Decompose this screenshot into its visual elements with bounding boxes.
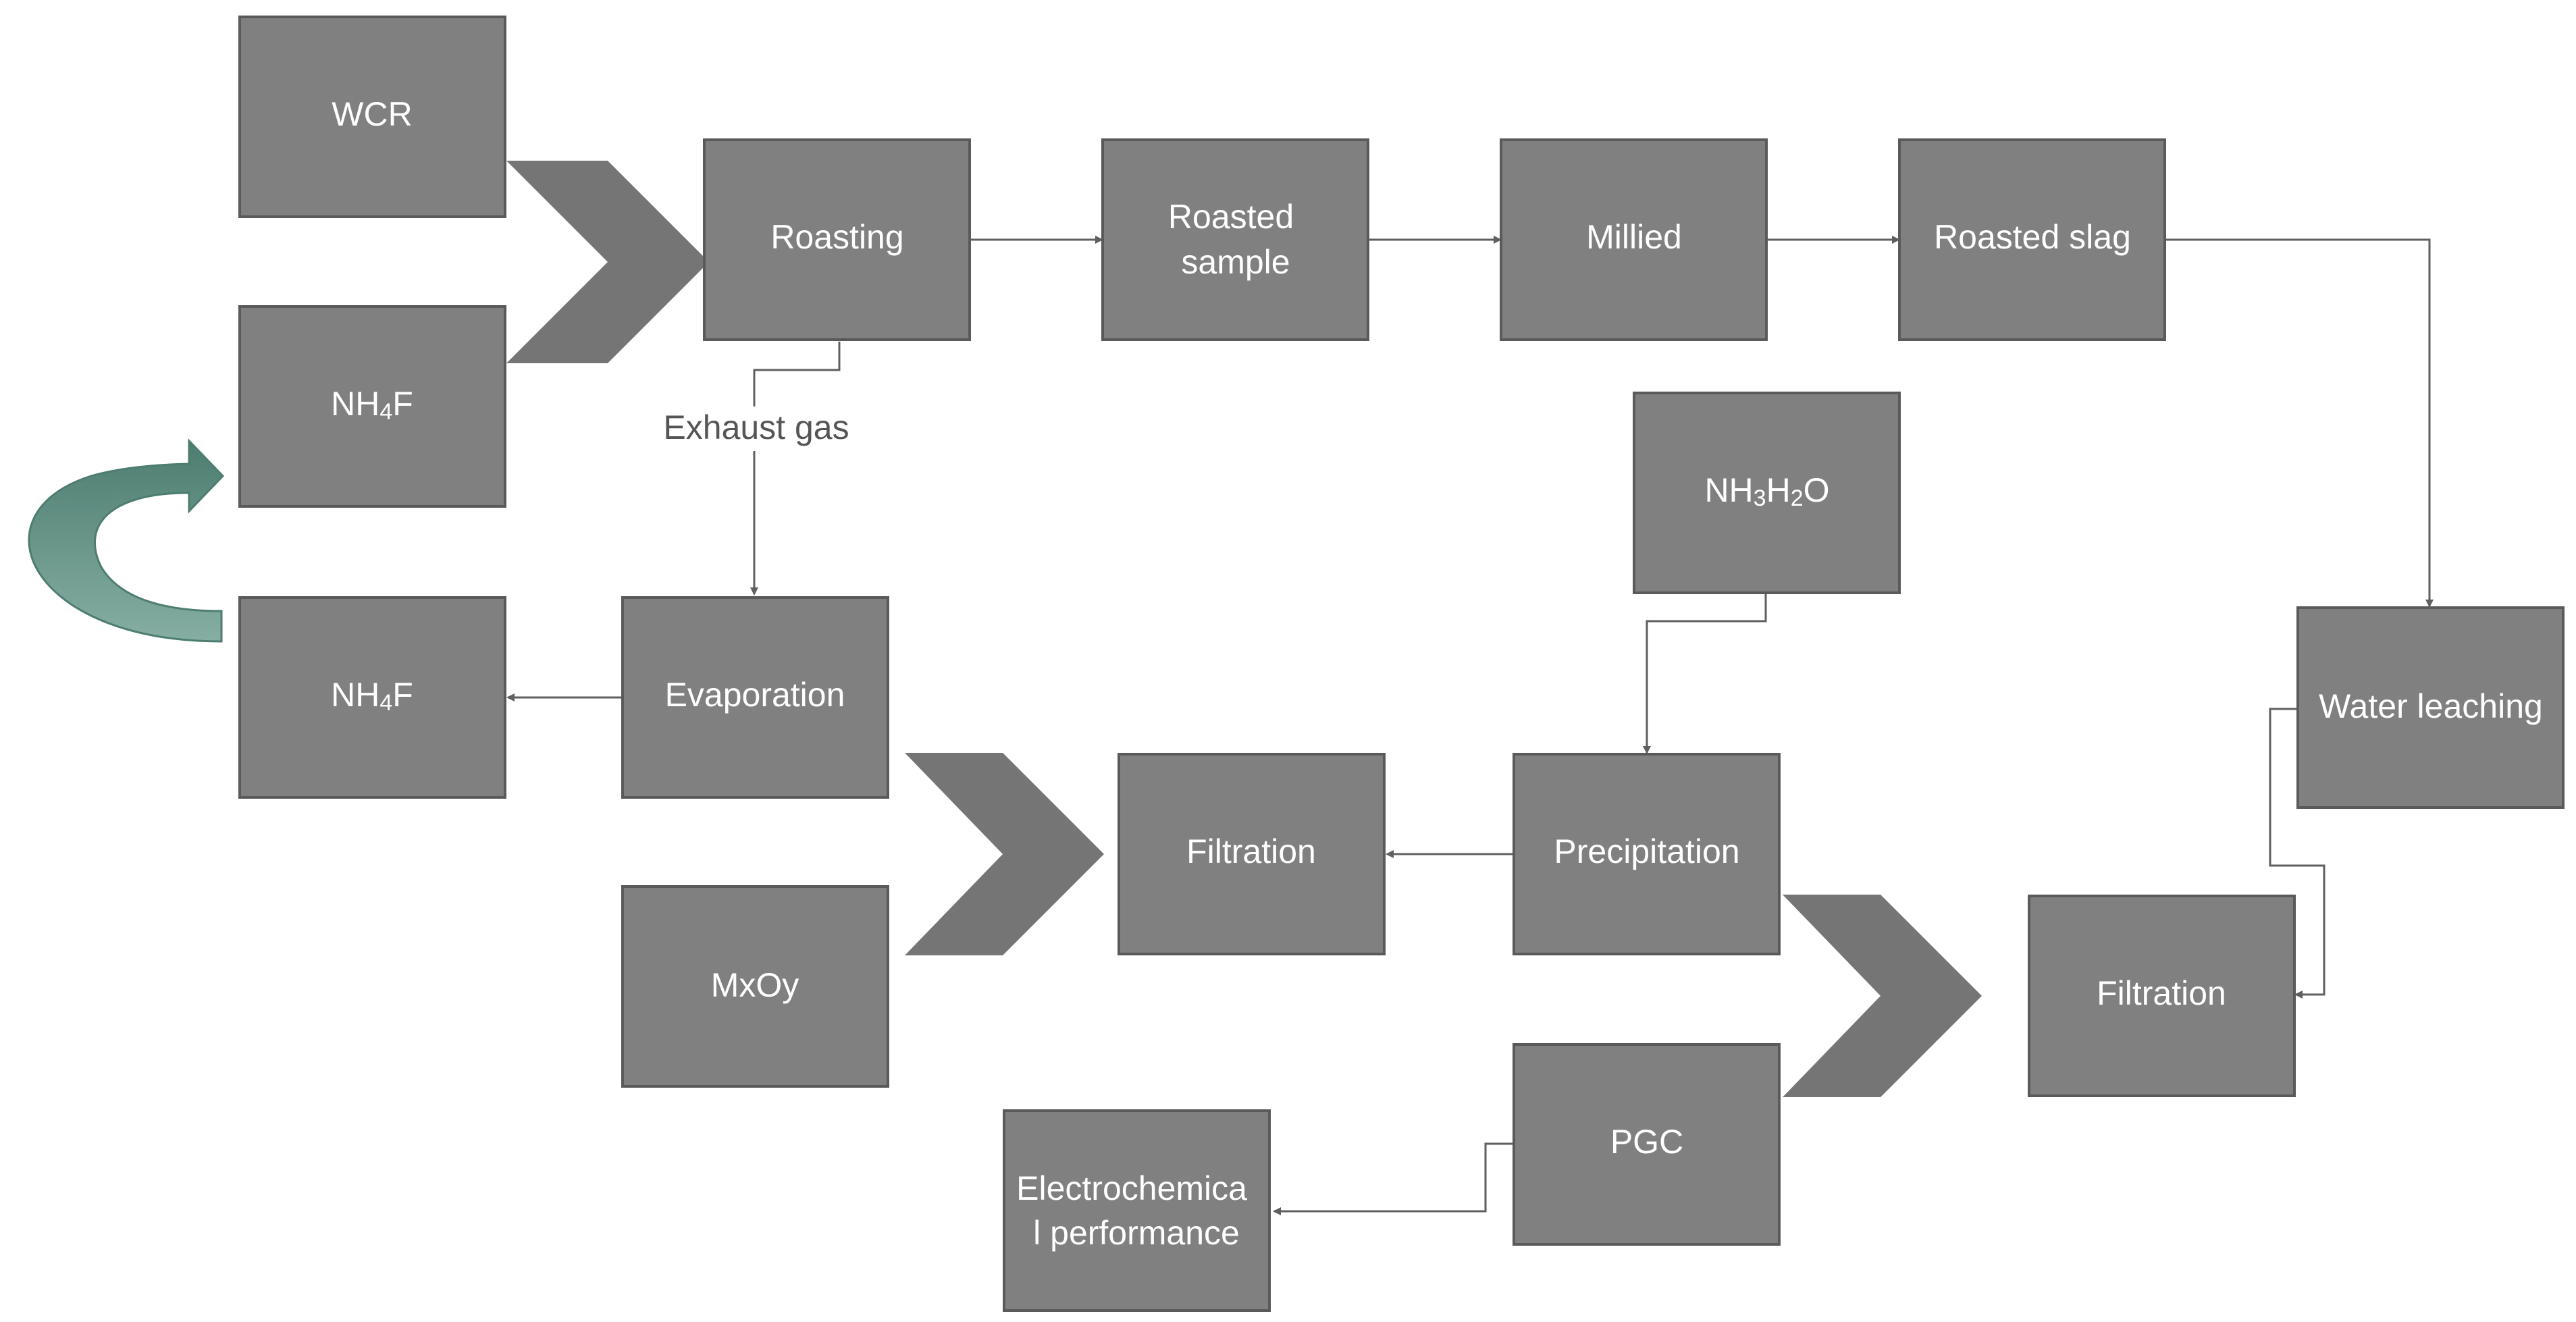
node-mxoy-label: MxOy xyxy=(711,966,799,1004)
node-filtration-mid-label: Filtration xyxy=(1186,832,1316,870)
edge-roasting-to-evaporation xyxy=(753,342,841,406)
node-electrochemical-label: Electrochemica l performance xyxy=(1016,1169,1257,1252)
node-pgc: PGC xyxy=(1513,1043,1781,1246)
node-roasting-label: Roasting xyxy=(770,218,903,256)
node-water-leaching-label: Water leaching xyxy=(2319,687,2543,725)
node-precipitation-label: Precipitation xyxy=(1554,832,1739,870)
node-evaporation-label: Evaporation xyxy=(665,676,845,714)
node-nh3h2o: NH3H2O xyxy=(1633,392,1901,594)
merge-chevron-evaporation-mxoy xyxy=(905,753,1104,955)
node-wcr-label: WCR xyxy=(332,95,412,133)
node-roasted-slag: Roasted slag xyxy=(1898,138,2166,341)
node-millied-label: Millied xyxy=(1586,218,1682,256)
merge-chevron-precipitation-pgc xyxy=(1783,895,1982,1097)
node-nh4f-top: NH4F xyxy=(238,305,506,508)
node-roasting: Roasting xyxy=(703,138,971,341)
node-roasted-slag-label: Roasted slag xyxy=(1934,218,2131,256)
node-precipitation: Precipitation xyxy=(1513,753,1781,955)
exhaust-gas-label: Exhaust gas xyxy=(663,408,849,446)
node-filtration-right-label: Filtration xyxy=(2097,974,2226,1012)
edge-pgc-to-electrochemical xyxy=(1273,1142,1513,1215)
node-millied: Millied xyxy=(1500,138,1768,341)
node-nh4f-bottom: NH4F xyxy=(238,596,506,799)
node-roasted-sample: Roasted sample xyxy=(1101,138,1369,341)
node-filtration-mid: Filtration xyxy=(1118,753,1386,955)
node-electrochemical-performance: Electrochemica l performance xyxy=(1003,1109,1271,1312)
node-evaporation: Evaporation xyxy=(621,596,889,799)
edge-roasted-slag-to-water-leaching xyxy=(2165,238,2434,608)
edge-water-leaching-to-filtration xyxy=(2269,708,2325,999)
node-nh4f-top-label: NH4F xyxy=(331,385,413,425)
connectors xyxy=(506,236,2434,1215)
node-water-leaching: Water leaching xyxy=(2296,606,2565,809)
node-roasted-sample-label: Roasted sample xyxy=(1168,198,1303,281)
merge-chevron-wcr-nh4f xyxy=(506,161,709,363)
edge-nh3h2o-to-precipitation xyxy=(1643,593,1767,754)
node-nh4f-bottom-label: NH4F xyxy=(331,676,413,716)
recycle-arrow xyxy=(28,438,225,643)
node-wcr: WCR xyxy=(238,16,506,218)
node-nh3h2o-label: NH3H2O xyxy=(1704,471,1829,511)
node-pgc-label: PGC xyxy=(1610,1123,1683,1161)
node-mxoy: MxOy xyxy=(621,885,889,1088)
node-filtration-right: Filtration xyxy=(2028,895,2296,1097)
